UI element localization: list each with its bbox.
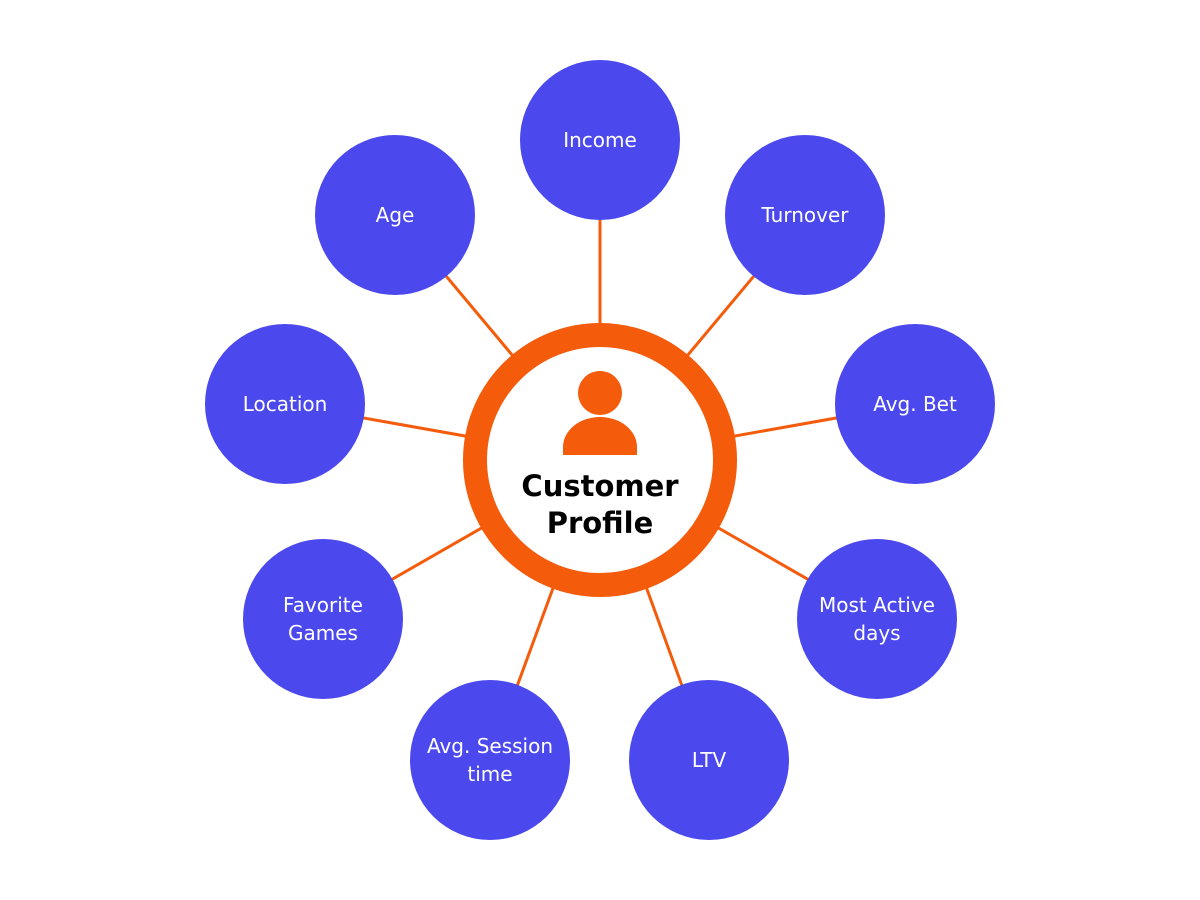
attribute-node-label: LTV bbox=[692, 748, 727, 772]
attribute-node-circle bbox=[797, 539, 957, 699]
attribute-node: Age bbox=[315, 135, 475, 295]
attribute-node-label: Turnover bbox=[760, 203, 849, 227]
attribute-node-circle bbox=[243, 539, 403, 699]
attribute-node-circle bbox=[629, 680, 789, 840]
attribute-node-circle bbox=[410, 680, 570, 840]
center-title-line-2: Profile bbox=[547, 506, 654, 540]
attribute-node: Location bbox=[205, 324, 365, 484]
attribute-node: Avg. Session time bbox=[410, 680, 570, 840]
attribute-node-label: Location bbox=[243, 392, 328, 416]
attribute-node-label: Favorite bbox=[283, 593, 363, 617]
attribute-node-label: Age bbox=[376, 203, 415, 227]
attribute-node-label: Avg. Bet bbox=[873, 392, 957, 416]
attribute-node-label: Games bbox=[288, 621, 358, 645]
attribute-node-label: Avg. Session bbox=[427, 734, 553, 758]
attribute-node-label: time bbox=[467, 762, 512, 786]
user-icon bbox=[563, 371, 637, 455]
attribute-node-circle bbox=[520, 60, 680, 220]
attribute-node: Income bbox=[520, 60, 680, 220]
attribute-node-label: Income bbox=[563, 128, 637, 152]
attribute-node-circle bbox=[315, 135, 475, 295]
attribute-node-label: Most Active bbox=[819, 593, 935, 617]
center-title-line-1: Customer bbox=[521, 469, 679, 503]
attribute-node: Avg. Bet bbox=[835, 324, 995, 484]
attribute-node: LTV bbox=[629, 680, 789, 840]
attribute-node-circle bbox=[725, 135, 885, 295]
center-node: Customer Profile bbox=[463, 323, 737, 597]
attribute-node-label: days bbox=[853, 621, 900, 645]
attribute-node: Turnover bbox=[725, 135, 885, 295]
attribute-node-circle bbox=[835, 324, 995, 484]
attribute-node-circle bbox=[205, 324, 365, 484]
center-ring bbox=[463, 323, 737, 597]
attribute-node: Most Active days bbox=[797, 539, 957, 699]
